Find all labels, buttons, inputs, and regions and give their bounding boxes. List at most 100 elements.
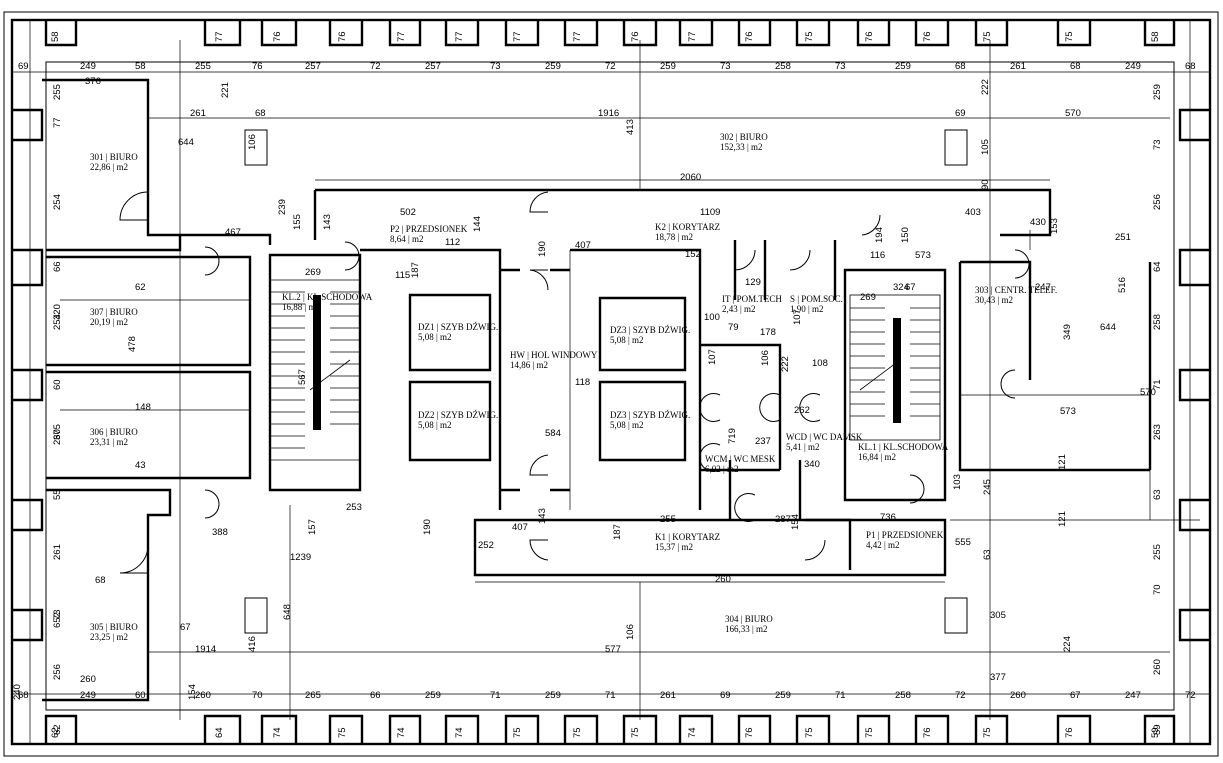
dim-inner: 260 — [715, 574, 731, 585]
room-name: KL.2 | KL.SCHODOWA — [282, 292, 373, 302]
dim-inner: 118 — [575, 377, 590, 388]
room-area: 22,86 | m2 — [90, 162, 128, 172]
dim-inner: 407 — [575, 240, 591, 251]
door-swings — [119, 191, 1030, 574]
dim-inner: 269 — [305, 267, 321, 278]
dim-top: 249 — [80, 61, 96, 72]
dim-inner: 148 — [135, 402, 151, 413]
dim-top: 58 — [135, 61, 146, 72]
dim-left: 66 — [52, 261, 63, 272]
dim-top: 68 — [1185, 61, 1196, 72]
dim-inner: 247 — [1035, 282, 1051, 293]
dim-inner: 154 — [790, 514, 801, 530]
room-area: 14,86 | m2 — [510, 360, 548, 370]
dim-inner: 1239 — [290, 552, 311, 563]
dim-bottom-pier: 62 — [50, 727, 61, 738]
dim-inner: 100 — [704, 312, 720, 323]
room-label-s: S | POM.SOC.1,90 | m2 — [790, 294, 843, 314]
dim-inner: 403 — [965, 207, 981, 218]
dim-inner: 67 — [905, 282, 916, 293]
dimension-lines — [12, 20, 1210, 744]
dim-bottom-pier: 74 — [454, 727, 465, 738]
dim-right: 258 — [1152, 314, 1163, 330]
dim-inner: 555 — [955, 537, 971, 548]
dim-bottom-pier: 76 — [922, 727, 933, 738]
dim-bottom: 258 — [895, 690, 911, 701]
room-name: DZ3 | SZYB DŹWIG. — [610, 325, 690, 335]
dim-inner: 63 — [982, 549, 993, 560]
dim-right: 59 — [1152, 724, 1163, 735]
dim-bottom: 249 — [80, 690, 96, 701]
dim-inner: 90 — [980, 179, 991, 190]
dim-inner: 187 — [612, 524, 623, 540]
dim-bottom: 247 — [1125, 690, 1141, 701]
dim-inner: 121 — [1057, 454, 1068, 470]
dim-top-pier: 77 — [512, 31, 523, 42]
dim-inner: 467 — [225, 227, 241, 238]
dim-bottom: 71 — [605, 690, 616, 701]
dim-inner: 178 — [760, 327, 776, 338]
dim-top-pier: 77 — [687, 31, 698, 42]
room-label-dz3b: DZ3 | SZYB DŹWIG.5,08 | m2 — [610, 410, 690, 430]
dim-left: 375 — [52, 424, 63, 440]
room-area: 166,33 | m2 — [725, 624, 768, 634]
dim-inner: 584 — [545, 428, 561, 439]
dim-inner: 68 — [95, 575, 106, 586]
dim-inner: 377 — [990, 672, 1006, 683]
dim-inner: 239 — [277, 199, 288, 215]
room-name: HW | HOL WINDOWY — [510, 350, 598, 360]
dim-inner: 105 — [980, 139, 991, 155]
room-name: 301 | BIURO — [90, 152, 138, 162]
dim-inner: 190 — [537, 241, 548, 257]
dim-inner: 478 — [127, 336, 138, 352]
room-label-303: 303 | CENTR. TELEF.30,43 | m2 — [975, 285, 1057, 305]
room-name: P1 | PRZEDSIONEK — [866, 530, 944, 540]
dim-inner: 150 — [900, 227, 911, 243]
outer-frame — [3, 11, 1219, 757]
dim-inner: 269 — [860, 292, 876, 303]
dim-bottom: 60 — [135, 690, 146, 701]
dim-bottom: 265 — [305, 690, 321, 701]
dim-inner: 251 — [1115, 232, 1131, 243]
dim-bottom-pier: 75 — [572, 727, 583, 738]
dim-top-pier: 77 — [396, 31, 407, 42]
dim-inner: 305 — [990, 610, 1006, 621]
dim-bottom: 259 — [545, 690, 561, 701]
dim-inner: 68 — [255, 108, 266, 119]
dim-bottom-pier: 74 — [687, 727, 698, 738]
dim-bottom: 259 — [425, 690, 441, 701]
dim-inner: 152 — [685, 249, 701, 260]
dim-top: 68 — [955, 61, 966, 72]
room-name: 302 | BIURO — [720, 132, 768, 142]
dim-bottom: 72 — [1185, 690, 1196, 701]
dim-left: 62 — [52, 724, 63, 735]
dim-inner: 1109 — [700, 207, 720, 218]
dim-left: 652 — [52, 612, 63, 628]
dim-right: 63 — [1152, 489, 1163, 500]
dim-top-pier: 77 — [572, 31, 583, 42]
dim-inner: 106 — [625, 624, 636, 640]
dim-top: 73 — [490, 61, 501, 72]
dim-inner: 261 — [190, 108, 206, 119]
room-area: 20,19 | m2 — [90, 317, 128, 327]
dim-top: 249 — [1125, 61, 1141, 72]
dim-bottom-pier: 75 — [982, 727, 993, 738]
dim-top: 72 — [605, 61, 616, 72]
room-area: 5,41 | m2 — [786, 442, 820, 452]
room-name: WCM | WC MESK — [705, 454, 776, 464]
dim-inner: 121 — [1057, 511, 1068, 527]
dim-inner: 221 — [220, 82, 231, 98]
dim-top-pier: 76 — [630, 31, 641, 42]
dim-inner: 413 — [625, 119, 636, 135]
dim-inner: 129 — [745, 277, 761, 288]
